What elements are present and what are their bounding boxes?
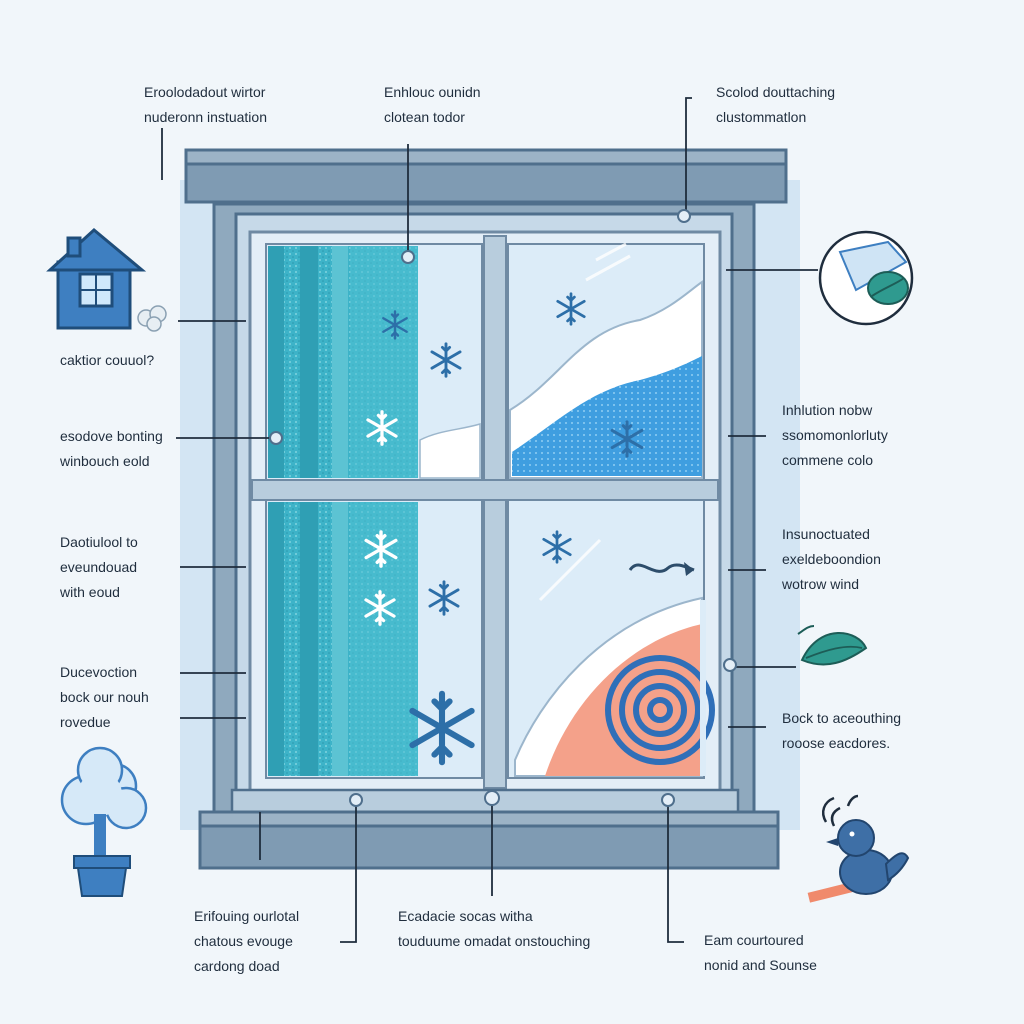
snow-blue-top [512,356,702,476]
bird-icon [807,819,910,903]
house-icon [46,228,167,332]
label-right-low: Bock to aceouthing rooose eacdores. [782,710,902,751]
insulation-spiral [605,655,715,765]
window-header-top [184,148,788,166]
label-bottom-center: Ecadacie socas witha touduume omadat ons… [398,908,591,949]
label-right-mid1: Inhlution nobw ssomomonlorluty commene c… [782,402,888,468]
curtain-bottom [268,502,418,776]
callout-nodes [269,209,737,807]
label-bottom-right: Eam courtoured nonid and Sounse [704,932,817,973]
label-left-mid2: Daotiulool to eveundouad with eoud [60,534,138,600]
label-left-mid1: esodove bonting winbouch eold [60,428,163,469]
label-bottom-left: Erifouing ourlotal chatous evouge cardon… [194,908,300,974]
label-top-center: Enhlouc ounidn clotean todor [384,84,481,125]
mullion-vertical [483,235,507,789]
label-top-left: Eroolodadout wirtor nuderonn instuation [144,84,267,125]
label-left-low: Ducevoction bock our nouh rovedue [60,664,149,730]
sound-waves-icon [822,794,859,827]
curtain-top [268,246,418,478]
leaf-icon [797,625,868,666]
mullion-horizontal [251,479,719,501]
label-right-mid2: Insunoctuated exeldeboondion wotrow wind [782,526,881,592]
label-house-note: caktior couuol? [60,352,155,368]
potted-tree-icon [60,746,148,897]
leaf-badge-icon [818,230,914,326]
snow-left-top [419,422,481,479]
callout-lines [161,97,818,943]
label-top-right: Scolod douttaching clustommatlon [716,84,836,125]
